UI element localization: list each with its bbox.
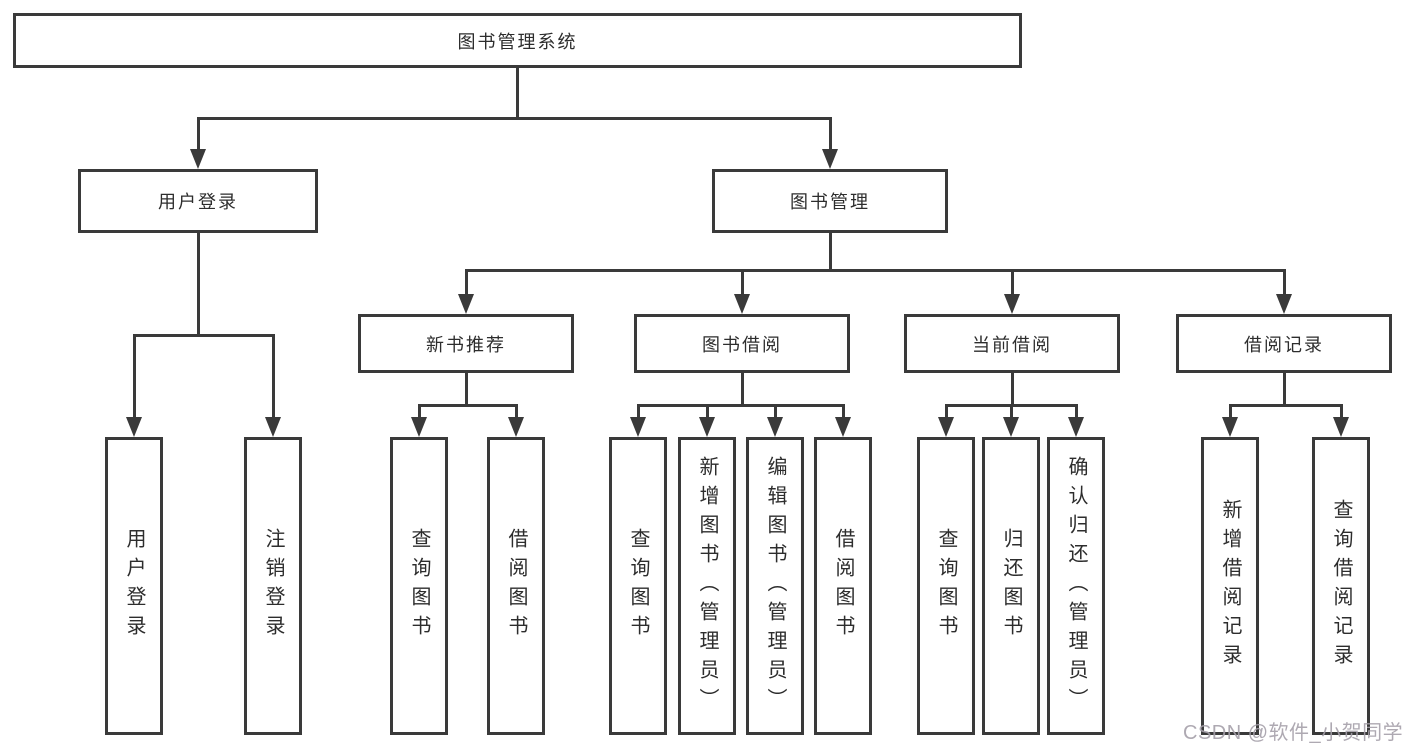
node-book-borrow: 图书借阅 <box>634 314 850 373</box>
arrow-to-borrow-books-2 <box>835 417 851 437</box>
node-current-borrow: 当前借阅 <box>904 314 1120 373</box>
edge-to-borrow-records <box>1283 269 1286 294</box>
arrow-to-book-management <box>822 149 838 169</box>
arrow-to-leaf-user-login <box>126 417 142 437</box>
edge-book-management-stem <box>829 233 832 269</box>
leaf-logout-label: 注销登录 <box>262 528 284 644</box>
edge-book-management-bus <box>465 269 1285 272</box>
arrow-to-return-book <box>1003 417 1019 437</box>
edge-to-borrow-books-2 <box>842 404 845 417</box>
edge-root-stem <box>516 68 519 117</box>
leaf-add-borrow-record-label: 新增借阅记录 <box>1219 499 1241 673</box>
arrow-to-add-book <box>699 417 715 437</box>
edge-to-book-borrow <box>741 269 744 294</box>
edge-to-leaf-user-login <box>133 334 136 417</box>
edge-to-query-books-3 <box>945 404 948 417</box>
node-new-book-recommend: 新书推荐 <box>358 314 574 373</box>
arrow-to-book-borrow <box>734 294 750 314</box>
edge-borrow-records-bus <box>1229 404 1342 407</box>
leaf-edit-book-admin-label: 编辑图书（管理员） <box>764 455 786 717</box>
edge-user-login-stem <box>197 233 200 334</box>
arrow-to-edit-book <box>767 417 783 437</box>
edge-to-book-management <box>829 117 832 149</box>
arrow-to-borrow-books-1 <box>508 417 524 437</box>
arrow-to-borrow-records <box>1276 294 1292 314</box>
leaf-query-books-3-label: 查询图书 <box>935 528 957 644</box>
edge-to-leaf-logout <box>272 334 275 417</box>
leaf-user-login: 用户登录 <box>105 437 163 735</box>
leaf-query-books-1: 查询图书 <box>390 437 448 735</box>
edge-new-book-recommend-stem <box>465 373 468 404</box>
leaf-add-book-admin: 新增图书（管理员） <box>678 437 736 735</box>
leaf-query-borrow-record: 查询借阅记录 <box>1312 437 1370 735</box>
leaf-query-books-1-label: 查询图书 <box>408 528 430 644</box>
leaf-add-book-admin-label: 新增图书（管理员） <box>696 455 718 717</box>
arrow-to-user-login <box>190 149 206 169</box>
csdn-watermark: CSDN @软件_小贺同学 <box>1183 722 1404 744</box>
edge-to-confirm-return <box>1075 404 1078 417</box>
node-root: 图书管理系统 <box>13 13 1022 68</box>
edge-borrow-records-stem <box>1283 373 1286 404</box>
arrow-to-new-book-recommend <box>458 294 474 314</box>
arrow-to-add-borrow-record <box>1222 417 1238 437</box>
leaf-return-book: 归还图书 <box>982 437 1040 735</box>
leaf-confirm-return-admin: 确认归还（管理员） <box>1047 437 1105 735</box>
edge-to-new-book-recommend <box>465 269 468 294</box>
edge-root-bus <box>197 117 832 120</box>
edge-new-book-recommend-bus <box>418 404 517 407</box>
edge-current-borrow-stem <box>1011 373 1014 404</box>
leaf-borrow-books-1: 借阅图书 <box>487 437 545 735</box>
arrow-to-query-books-1 <box>411 417 427 437</box>
leaf-return-book-label: 归还图书 <box>1000 528 1022 644</box>
edge-to-query-books-2 <box>637 404 640 417</box>
leaf-logout: 注销登录 <box>244 437 302 735</box>
edge-to-borrow-books-1 <box>515 404 518 417</box>
edge-to-return-book <box>1010 404 1013 417</box>
edge-to-edit-book <box>774 404 777 417</box>
leaf-query-borrow-record-label: 查询借阅记录 <box>1330 499 1352 673</box>
leaf-add-borrow-record: 新增借阅记录 <box>1201 437 1259 735</box>
arrow-to-query-borrow-record <box>1333 417 1349 437</box>
leaf-query-books-2: 查询图书 <box>609 437 667 735</box>
edge-user-login-bus <box>133 334 275 337</box>
leaf-query-books-3: 查询图书 <box>917 437 975 735</box>
leaf-borrow-books-2-label: 借阅图书 <box>832 528 854 644</box>
arrow-to-query-books-3 <box>938 417 954 437</box>
leaf-user-login-label: 用户登录 <box>123 528 145 644</box>
leaf-edit-book-admin: 编辑图书（管理员） <box>746 437 804 735</box>
edge-book-borrow-stem <box>741 373 744 404</box>
arrow-to-confirm-return <box>1068 417 1084 437</box>
arrow-to-query-books-2 <box>630 417 646 437</box>
node-book-management: 图书管理 <box>712 169 948 233</box>
node-borrow-records: 借阅记录 <box>1176 314 1392 373</box>
edge-book-borrow-bus <box>637 404 844 407</box>
leaf-query-books-2-label: 查询图书 <box>627 528 649 644</box>
arrow-to-leaf-logout <box>265 417 281 437</box>
leaf-confirm-return-admin-label: 确认归还（管理员） <box>1065 455 1087 717</box>
leaf-borrow-books-1-label: 借阅图书 <box>505 528 527 644</box>
edge-to-add-book <box>706 404 709 417</box>
edge-to-current-borrow <box>1011 269 1014 294</box>
edge-to-query-books-1 <box>418 404 421 417</box>
edge-to-add-borrow-record <box>1229 404 1232 417</box>
leaf-borrow-books-2: 借阅图书 <box>814 437 872 735</box>
node-user-login: 用户登录 <box>78 169 318 233</box>
edge-to-query-borrow-record <box>1340 404 1343 417</box>
arrow-to-current-borrow <box>1004 294 1020 314</box>
edge-to-user-login <box>197 117 200 149</box>
